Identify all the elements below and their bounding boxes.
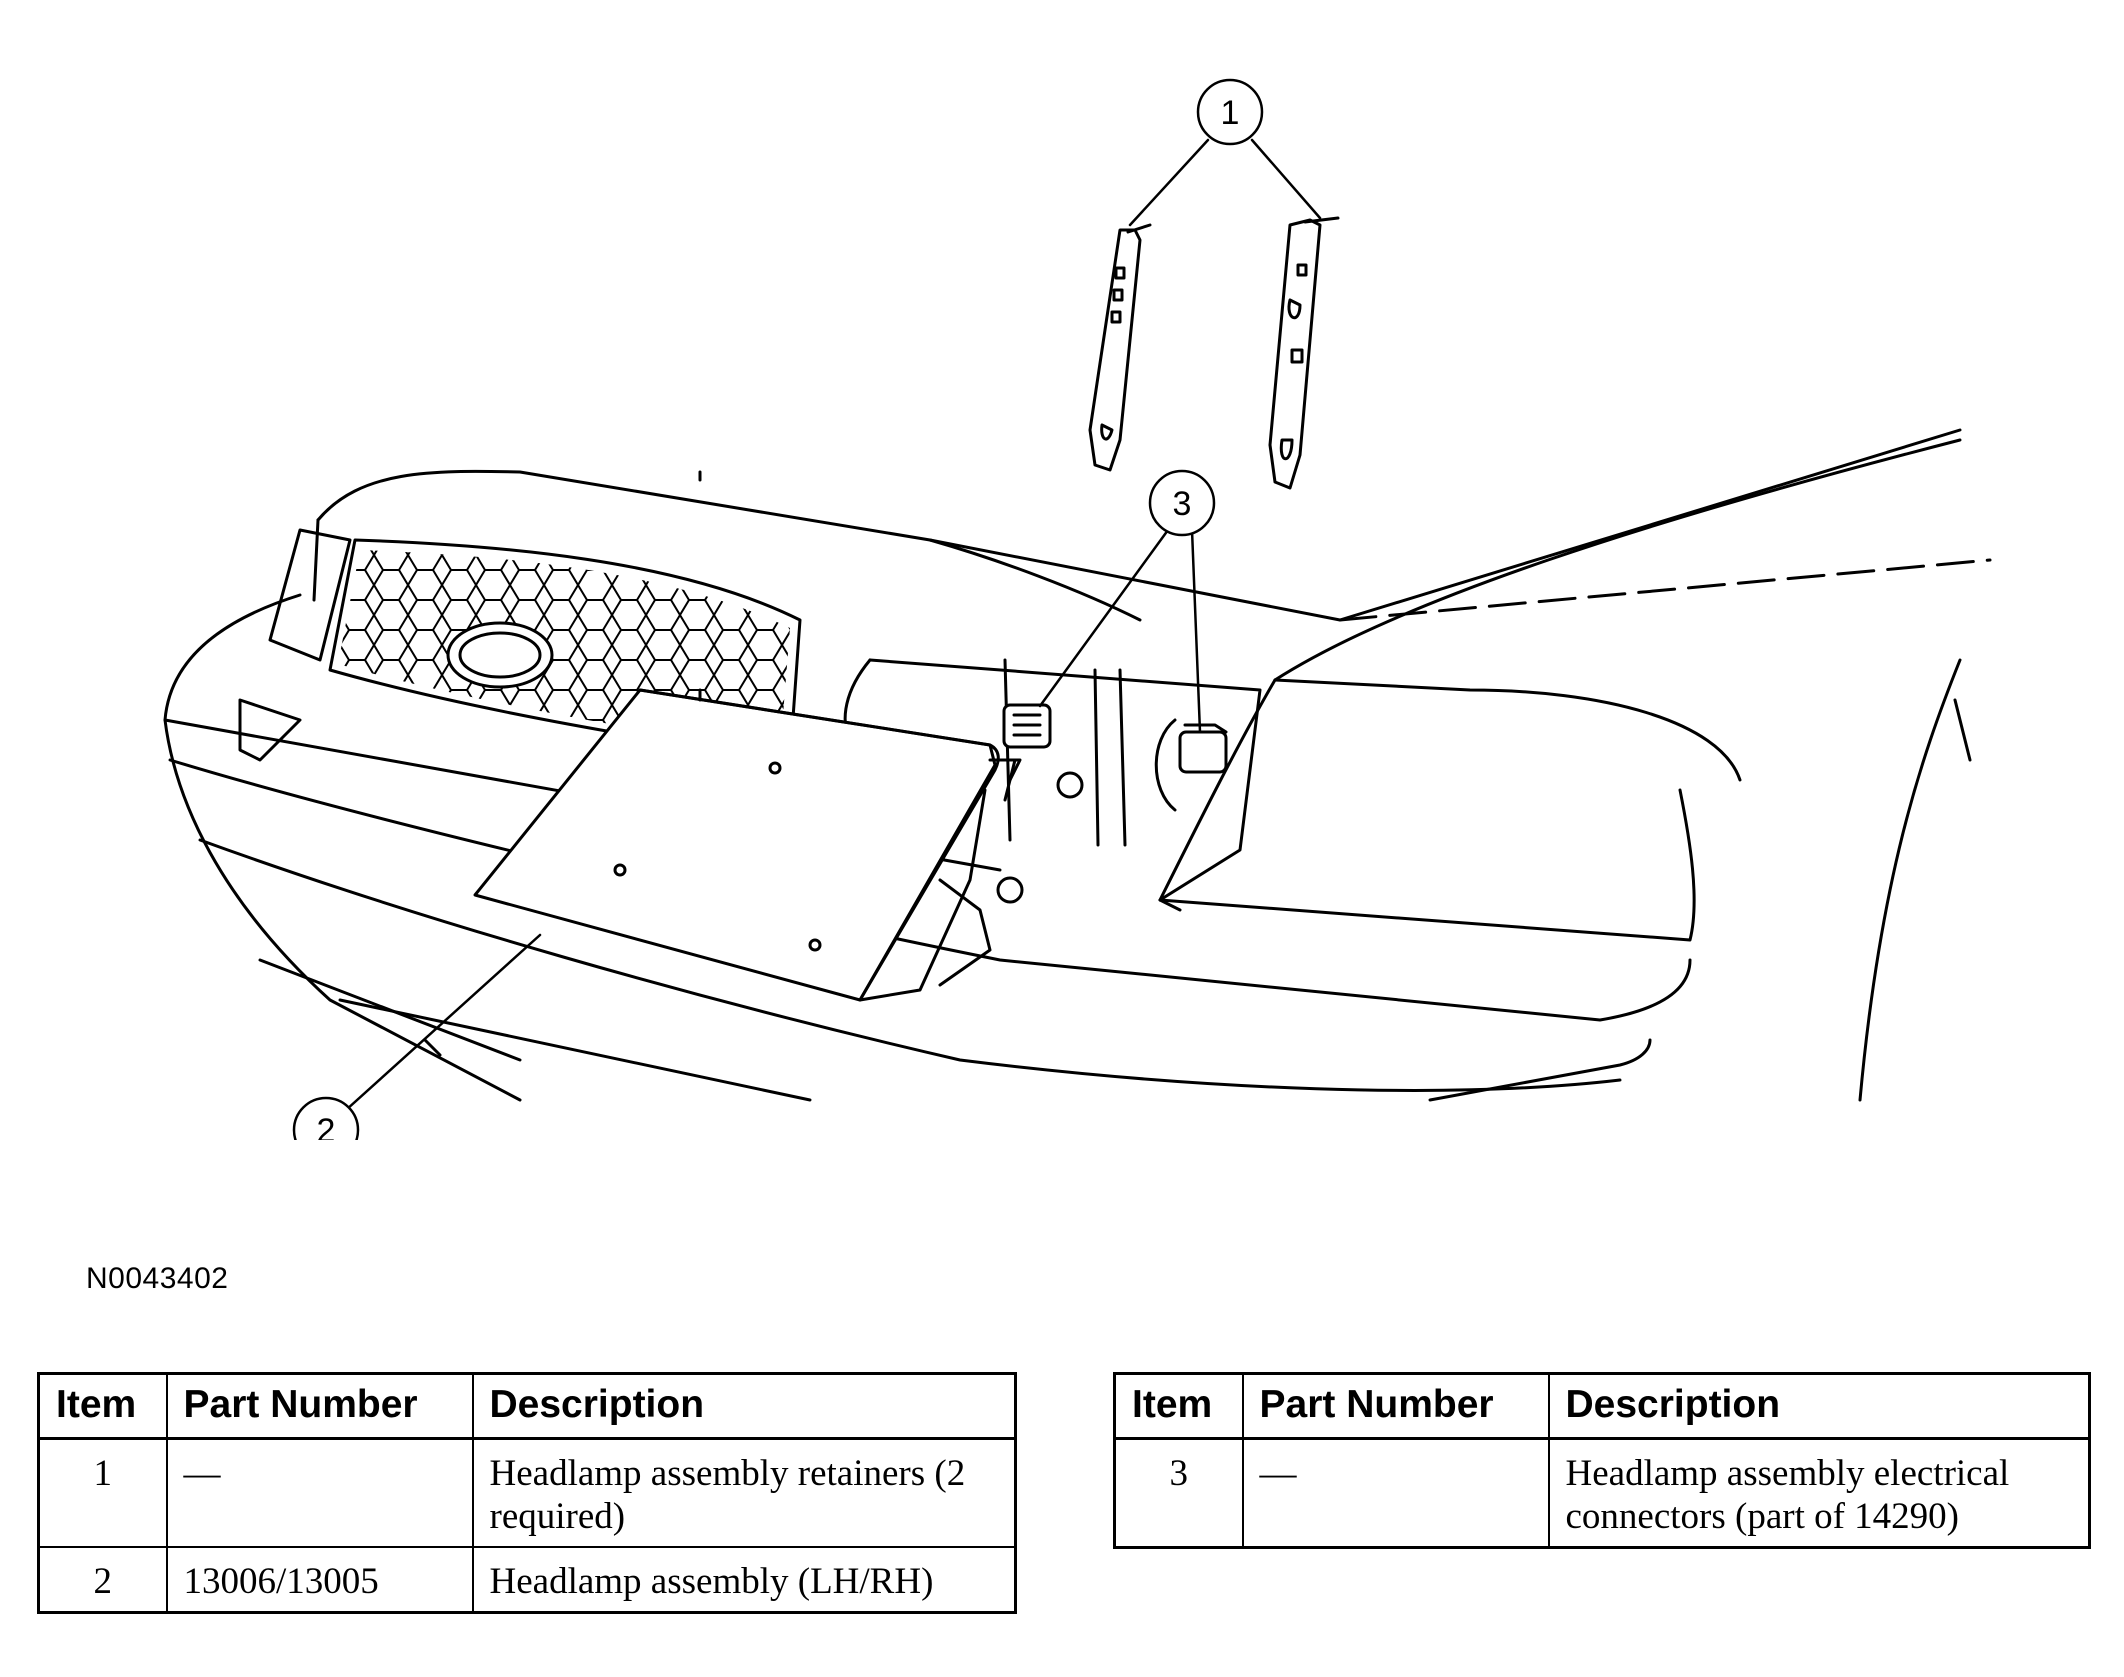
- cell-item: 3: [1113, 1437, 1244, 1549]
- callout-1-label: 1: [1221, 94, 1240, 132]
- table-row: 3 — Headlamp assembly electrical connect…: [1113, 1437, 2091, 1549]
- callout-2: 2: [292, 1096, 360, 1140]
- cell-description: Headlamp assembly (LH/RH): [471, 1546, 1017, 1614]
- callout-3-label: 3: [1173, 485, 1192, 523]
- parts-table-right: Item Part Number Description 3 — Headlam…: [1113, 1372, 2091, 1549]
- table-header-row: Item Part Number Description: [1113, 1372, 2091, 1440]
- cell-part-number: —: [165, 1437, 474, 1548]
- retainer-left-drawing: [1088, 223, 1152, 472]
- column-header-part-number: Part Number: [1241, 1372, 1550, 1440]
- cell-item: 1: [37, 1437, 168, 1548]
- column-header-description: Description: [1547, 1372, 2091, 1440]
- table-row: 1 — Headlamp assembly retainers (2 requi…: [37, 1437, 1017, 1548]
- figure-id: N0043402: [86, 1262, 229, 1295]
- connectors-drawing: [1002, 703, 1228, 812]
- callout-3: 3: [1148, 469, 1216, 537]
- cell-description: Headlamp assembly retainers (2 required): [471, 1437, 1017, 1548]
- parts-table-left: Item Part Number Description 1 — Headlam…: [37, 1372, 1017, 1614]
- headlamp-assembly-drawing: [473, 688, 1024, 1002]
- retainer-right-drawing: [1268, 216, 1340, 490]
- column-header-item: Item: [37, 1372, 168, 1440]
- cell-item: 2: [37, 1546, 168, 1614]
- column-header-description: Description: [471, 1372, 1017, 1440]
- headlamp-exploded-illustration: 1 3 2: [163, 78, 1992, 1140]
- cell-part-number: 13006/13005: [165, 1546, 474, 1614]
- vehicle-front-outline: [163, 428, 1992, 1102]
- callout-leaders: [344, 138, 1322, 1112]
- callout-1: 1: [1196, 78, 1264, 146]
- table-header-row: Item Part Number Description: [37, 1372, 1017, 1440]
- cell-description: Headlamp assembly electrical connectors …: [1547, 1437, 2091, 1549]
- cell-part-number: —: [1241, 1437, 1550, 1549]
- column-header-item: Item: [1113, 1372, 1244, 1440]
- column-header-part-number: Part Number: [165, 1372, 474, 1440]
- callout-2-label: 2: [317, 1112, 336, 1140]
- table-row: 2 13006/13005 Headlamp assembly (LH/RH): [37, 1546, 1017, 1614]
